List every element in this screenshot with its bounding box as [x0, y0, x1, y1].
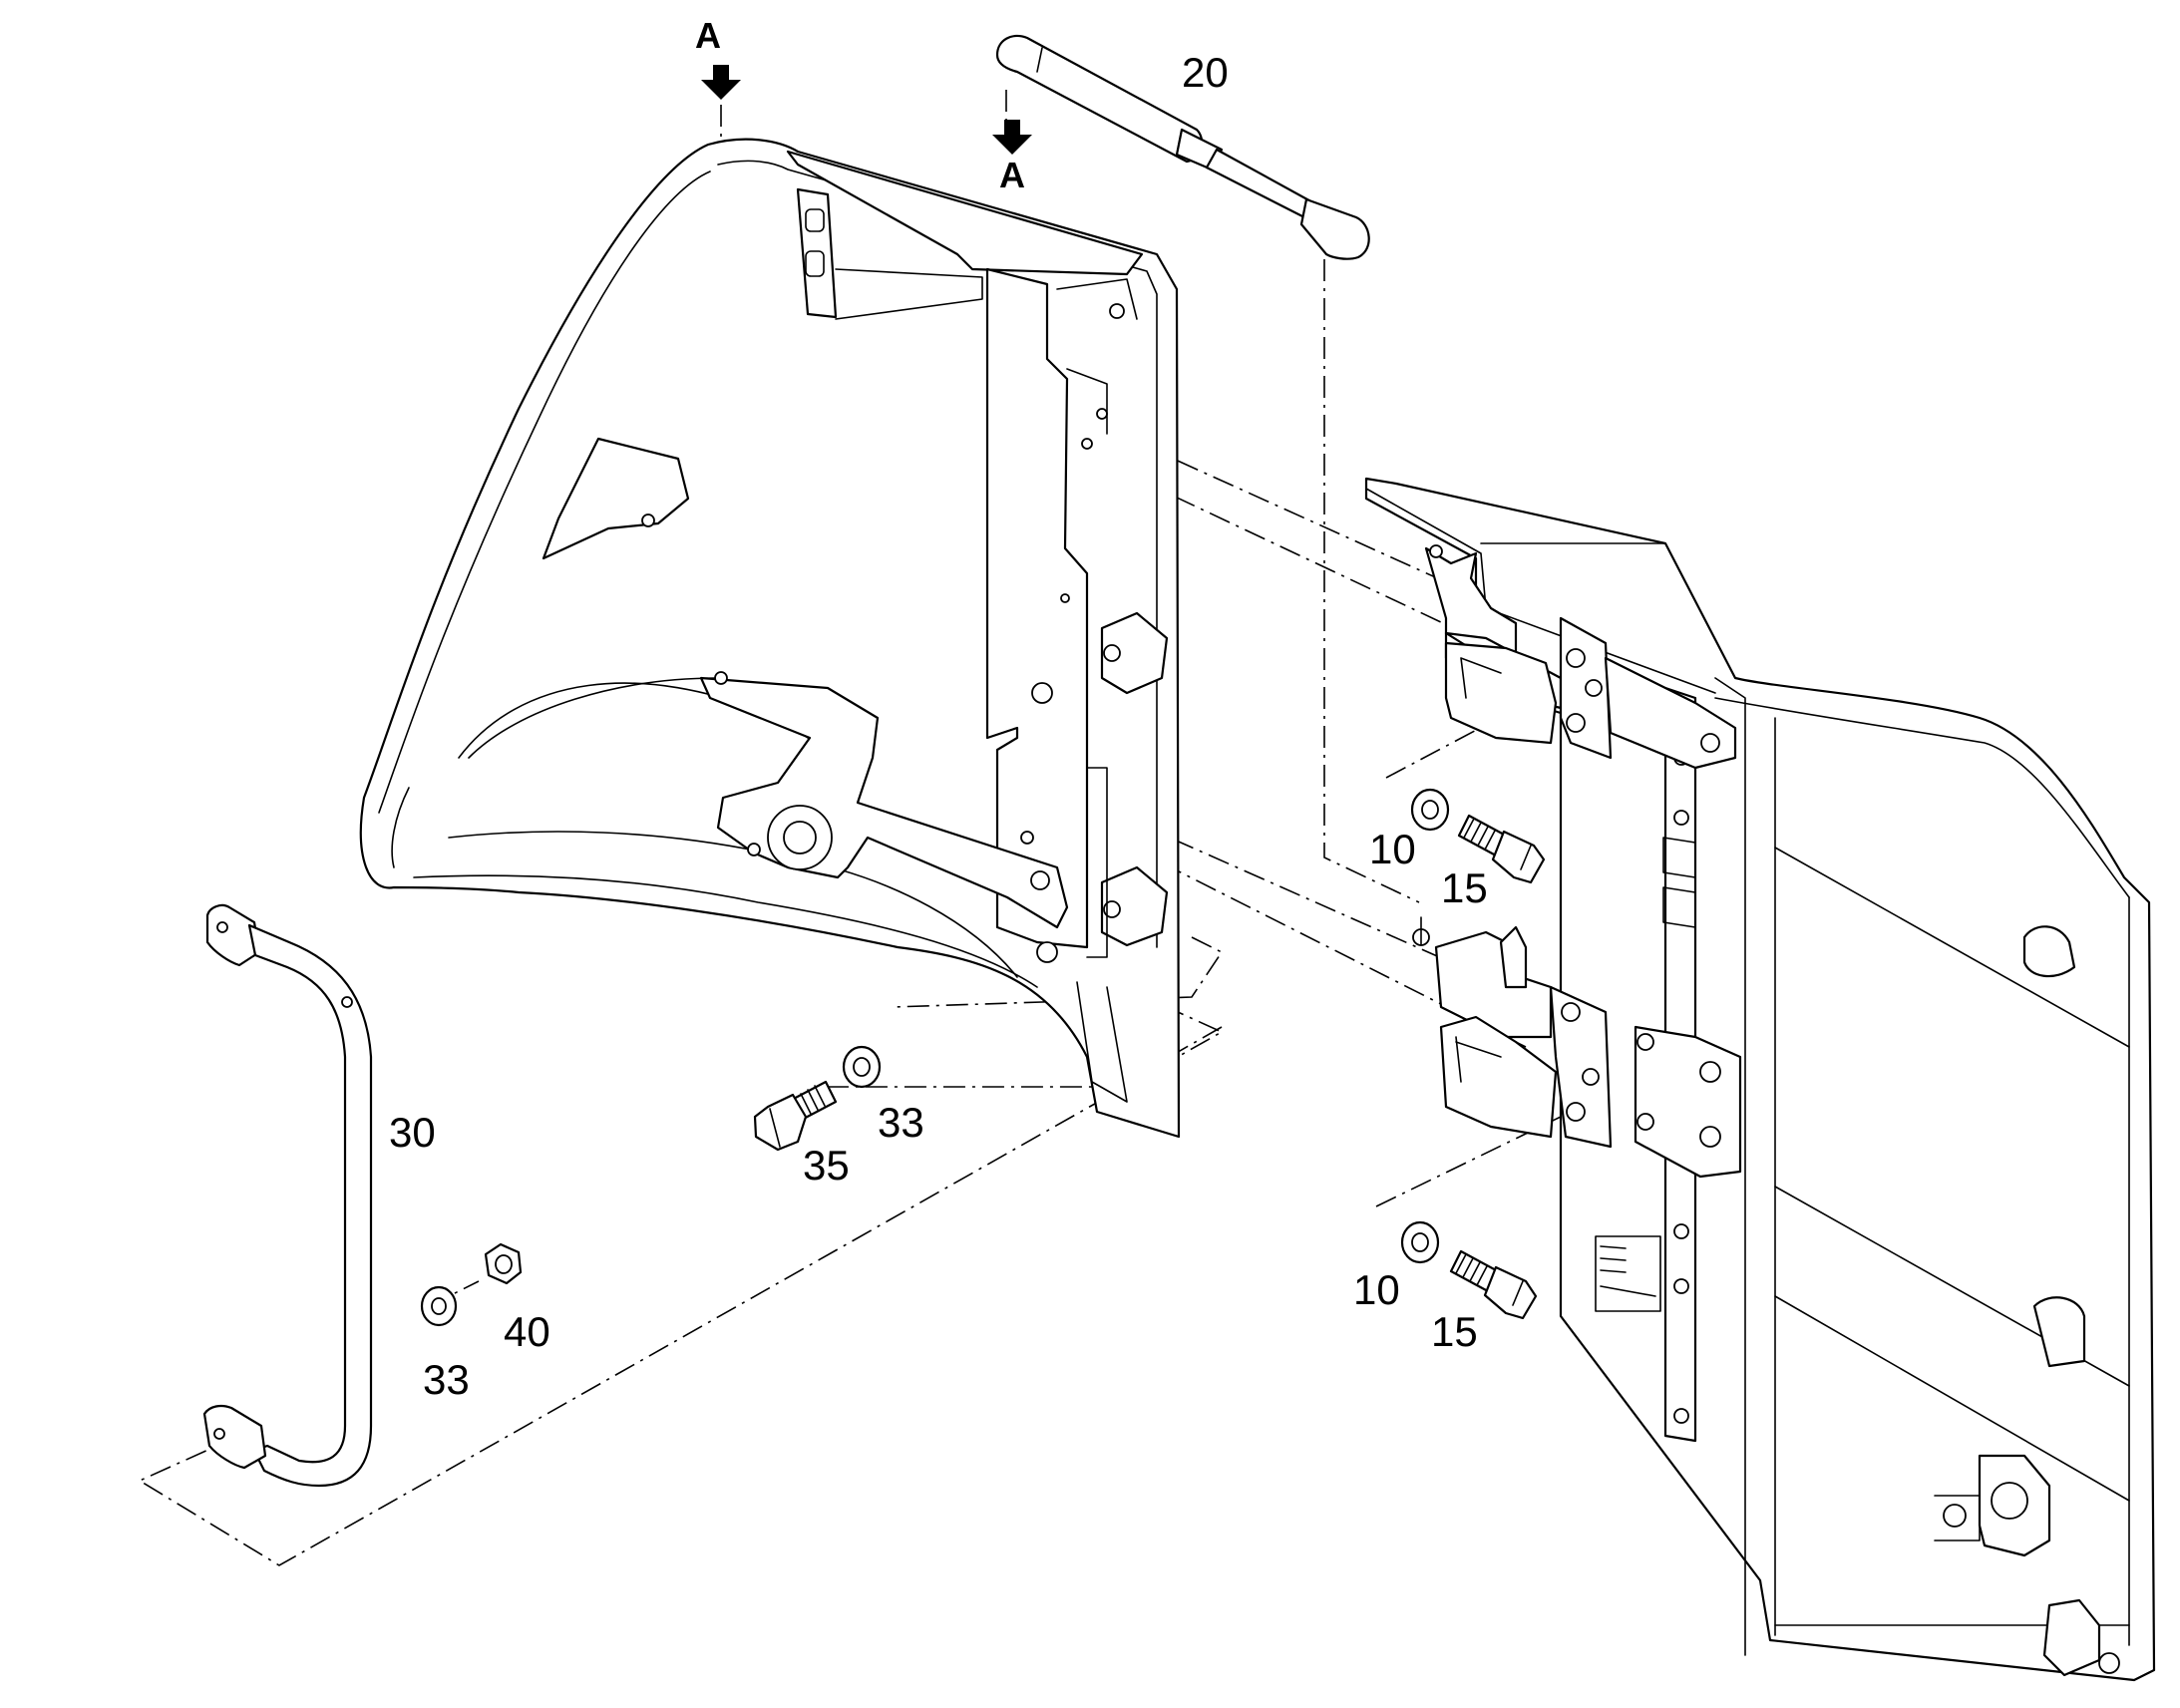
view-marker-a-right-letter: A [999, 155, 1025, 195]
hinge-upper [1424, 544, 1737, 770]
view-arrow-left-icon [701, 65, 741, 100]
washer-lower-hinge [1400, 1220, 1440, 1264]
washer-handle [420, 1285, 458, 1327]
callout-washer-lower-hinge: 10 [1353, 1266, 1400, 1313]
view-marker-a-left: A [695, 15, 741, 100]
callout-bolt-lower-hinge: 15 [1431, 1308, 1478, 1355]
bolt-upper-hinge [1457, 814, 1546, 884]
callout-bolt-bracket: 35 [803, 1142, 850, 1189]
nut-handle [484, 1242, 523, 1285]
callout-washer-bracket: 33 [878, 1099, 924, 1146]
handle [202, 903, 373, 1488]
callout-washer-upper-hinge: 10 [1369, 826, 1416, 872]
callout-washer-handle: 33 [423, 1356, 470, 1403]
washer-bracket [842, 1045, 882, 1089]
bolt-lower-hinge [1449, 1249, 1538, 1320]
washer-upper-hinge [1410, 788, 1450, 832]
bolt-bracket [753, 1080, 838, 1152]
view-marker-a-left-letter: A [695, 15, 721, 56]
mirror-mounting-bracket [1364, 477, 2156, 1682]
callout-bolt-upper-hinge: 15 [1441, 864, 1488, 911]
view-marker-a-right: A [992, 120, 1032, 195]
gas-spring [995, 34, 1370, 260]
callouts: 20 10 15 10 15 33 35 30 33 40 [389, 49, 1488, 1403]
hinge-lower [1412, 916, 1742, 1179]
callout-nut-handle: 40 [504, 1308, 550, 1355]
mirror-housing [359, 138, 1181, 1139]
view-arrow-right-icon [992, 120, 1032, 155]
callout-handle: 30 [389, 1109, 436, 1156]
callout-gas-spring: 20 [1182, 49, 1229, 96]
